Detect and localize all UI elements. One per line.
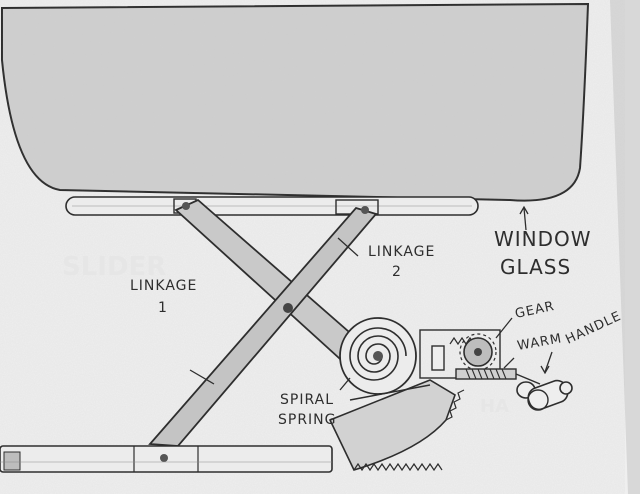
top-slider-rail — [65, 196, 479, 216]
label-pointers — [189, 205, 553, 391]
linkage1-label-line1: LINKAGE — [130, 278, 197, 294]
handle-pointer — [544, 351, 553, 373]
window-glass-label-line2: GLASS — [500, 255, 571, 279]
warm-pointer — [503, 357, 515, 369]
spiral-spring-label-line1: SPIRAL — [280, 392, 334, 408]
gear — [459, 333, 497, 371]
faint-slider-text: SLIDER — [62, 252, 166, 282]
spiral-spring — [339, 317, 417, 395]
linkage2-label-line1: LINKAGE — [368, 244, 435, 260]
worm-shaft — [455, 368, 541, 385]
window-glass-label-line1: WINDOW — [494, 227, 592, 251]
linkage2-pointer — [337, 237, 359, 257]
linkage1-label-line2: 1 — [158, 300, 168, 316]
linkage1-pointer — [189, 369, 215, 385]
faint-handle-text: HA — [480, 396, 509, 417]
gear-pointer — [495, 317, 513, 339]
linkage2-label-line2: 2 — [392, 264, 402, 280]
window-glass — [1, 2, 590, 202]
handle — [516, 379, 573, 411]
spiral-spring-pointer — [339, 377, 351, 391]
window-glass-pointer — [523, 207, 527, 231]
bottom-rail — [0, 445, 333, 473]
spiral-spring-label-line2: SPRING — [278, 412, 337, 428]
